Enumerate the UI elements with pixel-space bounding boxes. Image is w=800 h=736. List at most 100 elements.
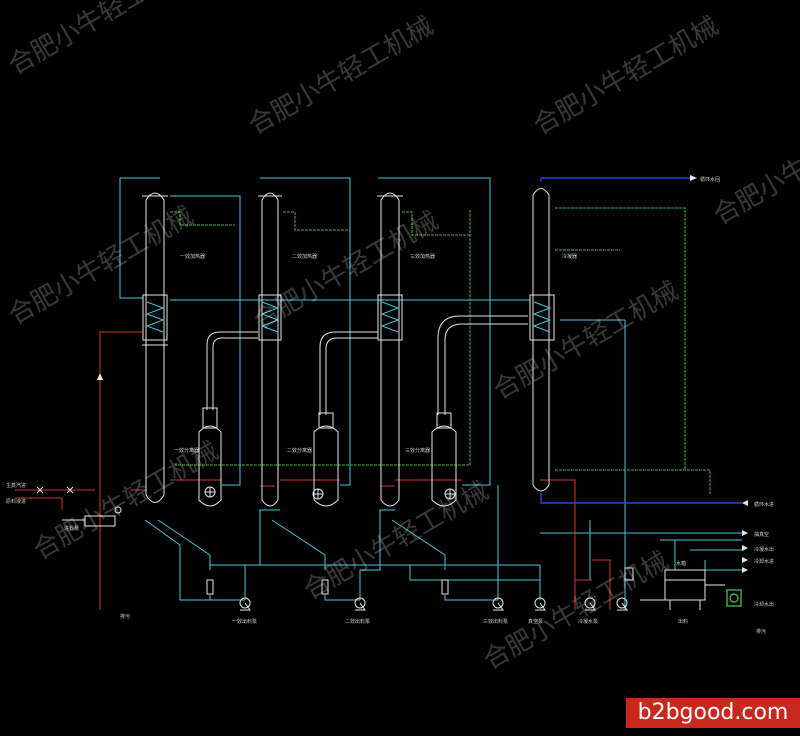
vapor-header-1-2 [170,195,241,486]
pump2-base [355,602,366,611]
label-vac-pump: 真空泵 [528,618,543,625]
label-steam-in: 生蒸汽进 [6,482,26,489]
vacuum-3 [402,211,470,236]
flow-meter [624,567,634,581]
label-drain: 排污 [120,613,130,620]
label-feed-in: 原料液进 [6,498,26,505]
pump4-circle [534,597,546,609]
vacuum-lines [170,207,711,495]
watermark-1: 合肥小牛轻工机械 [4,0,199,81]
label-sep3: 三效分离器 [405,447,430,454]
label-tank: 水箱 [676,560,686,567]
label-sep2: 二效分离器 [287,447,312,454]
pump-5 [584,597,596,611]
transfer-1-2 [244,509,280,600]
evap3-coil [380,301,400,333]
label-cw-in: 冷却水进 [754,558,774,565]
label-vacuum-out: 抽真空 [754,531,769,538]
vapor-pipe-3 [437,315,528,415]
evaporator-3 [377,192,403,507]
vacuum-1 [170,211,235,226]
arrow-heads [97,175,748,573]
pump3-base [493,602,504,611]
vacuum-2 [283,211,350,231]
pump-feed-1 [209,595,245,601]
vapor-lines [119,177,742,610]
evap3-body [380,192,400,507]
sep2-cross [313,489,323,499]
arrow-outlet-2 [742,545,748,551]
pump2-circle [354,597,366,609]
evap2-coil [260,301,280,333]
watermark-9: 合肥小牛轻工机械 [299,476,494,606]
evap1-body [145,192,165,503]
tank-feed [640,584,725,601]
pump6-circle [616,597,628,609]
separator-1 [198,407,222,507]
equipment [36,188,725,611]
cooling-top [540,177,690,182]
vacuum-header [175,210,711,495]
watermark-6: 合肥小牛轻工机械 [489,276,684,406]
evap2-exchanger [258,294,282,341]
steam-main [99,331,143,610]
condenser-column [529,188,555,492]
watermark-4: 合肥小牛轻工机械 [4,201,199,331]
pump-3 [492,597,504,611]
vapor-pipe-2 [319,331,378,415]
label-evap1: 一效加热器 [180,253,205,260]
level-gauge-1 [206,579,214,595]
watermark-3: 合肥小牛轻工机械 [529,11,724,141]
arrow-cooling-in [742,500,748,506]
sep1-neck [202,407,218,429]
sep1-body [198,425,222,507]
pump5-circle [584,597,596,609]
watermark-7: 合肥小牛轻工机械 [709,101,800,231]
steam-lines [15,331,611,610]
evap1-coil [145,301,165,333]
water-tank [664,569,706,601]
pump5-base [585,602,596,611]
sep3-neck [436,412,452,429]
label-cooling-in: 循环水进 [754,501,774,508]
vacuum-main-top [555,207,686,470]
steam-feed-left [15,489,95,510]
arrow-outlet-3 [742,557,748,563]
arrow-outlet-1 [742,530,748,536]
vacuum-pump [726,589,742,607]
arrow-outlet-4 [742,567,748,573]
condenser-coil [532,301,552,333]
separator-3 [431,412,457,507]
evap1-exchanger [142,294,168,341]
evaporator-1 [142,192,168,503]
watermark-2: 合肥小牛轻工机械 [244,11,439,141]
label-cond-pump: 冷凝水泵 [578,618,598,625]
outlet-branch-2 [271,519,326,570]
brand-badge: b2bgood.com [626,698,800,728]
transfer-2-3 [359,509,395,600]
condenser-body [532,188,550,492]
steam-branch-vac [575,559,611,610]
label-condenser: 冷凝器 [562,253,577,260]
pump-feed-3 [444,595,498,601]
steam-branch-1 [170,479,576,610]
outlet-branch-1 [157,519,211,570]
separator-2 [312,412,339,507]
cooling-lines [540,177,742,504]
outlet-right [497,485,541,600]
evap2-body [261,192,279,507]
label-discharge: 排污 [756,628,766,635]
labels: 一效加热器 二效加热器 三效加热器 冷凝器 一效分离器 二效分离器 三效分离器 … [6,176,774,635]
return-loop-right [409,532,742,581]
label-sep1: 一效分离器 [174,447,199,454]
pump-2 [354,597,366,611]
vapor-pipe-1 [206,331,258,410]
evap3-exchanger [377,294,403,341]
sep2-neck [318,412,334,429]
sep2-body [313,425,339,507]
level-gauge-2 [321,579,329,595]
label-pump3: 三效出料泵 [483,618,508,625]
condenser-exchanger [529,294,555,341]
vacuum-pump-rotor [729,593,739,603]
